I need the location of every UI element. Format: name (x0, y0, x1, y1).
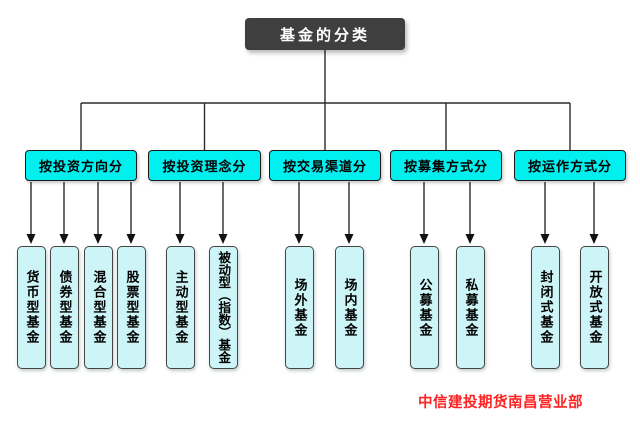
node-label: 股票型基金 (123, 270, 139, 345)
category-label: 按募集方式分 (403, 160, 488, 175)
category-label: 按交易渠道分 (282, 160, 367, 175)
node-stock-fund: 股票型基金 (116, 246, 146, 369)
node-label: 债券型基金 (56, 270, 72, 345)
node-label: 开放式基金 (586, 270, 602, 345)
node-label: 场外基金 (291, 277, 307, 338)
node-bond-fund: 债券型基金 (49, 246, 79, 369)
root-node-fund-classification: 基金的分类 (245, 18, 405, 50)
node-label: 混合型基金 (90, 270, 106, 345)
category-by-investment-philosophy: 按投资理念分 (148, 150, 261, 181)
node-open-end-fund: 开放式基金 (579, 246, 609, 369)
category-label: 按投资方向分 (38, 160, 123, 175)
node-closed-end-fund: 封闭式基金 (530, 246, 560, 369)
category-by-investment-direction: 按投资方向分 (25, 150, 137, 181)
node-otc-fund: 场外基金 (284, 246, 314, 369)
node-private-fund: 私募基金 (455, 246, 485, 369)
node-exchange-fund: 场内基金 (334, 246, 364, 369)
node-currency-fund: 货币型基金 (16, 246, 46, 369)
node-hybrid-fund: 混合型基金 (83, 246, 113, 369)
branch-watermark: 中信建投期货南昌营业部 (418, 395, 583, 411)
node-label: 封闭式基金 (537, 270, 553, 345)
category-label: 按运作方式分 (527, 160, 612, 175)
node-label: 场内基金 (341, 277, 357, 338)
node-label: 公募基金 (416, 277, 432, 338)
node-label: 被动型（指数）基金 (216, 251, 232, 364)
category-by-trading-channel: 按交易渠道分 (269, 150, 381, 181)
node-public-fund: 公募基金 (409, 246, 439, 369)
node-label: 私募基金 (462, 277, 478, 338)
node-label: 主动型基金 (172, 270, 188, 345)
node-label: 货币型基金 (23, 270, 39, 345)
node-active-fund: 主动型基金 (165, 246, 195, 369)
category-by-fundraising-method: 按募集方式分 (390, 150, 502, 181)
root-label: 基金的分类 (279, 25, 370, 44)
arrowheads (26, 234, 599, 244)
node-passive-index-fund: 被动型（指数）基金 (208, 246, 238, 369)
category-by-operation-mode: 按运作方式分 (514, 150, 626, 181)
category-label: 按投资理念分 (162, 160, 247, 175)
